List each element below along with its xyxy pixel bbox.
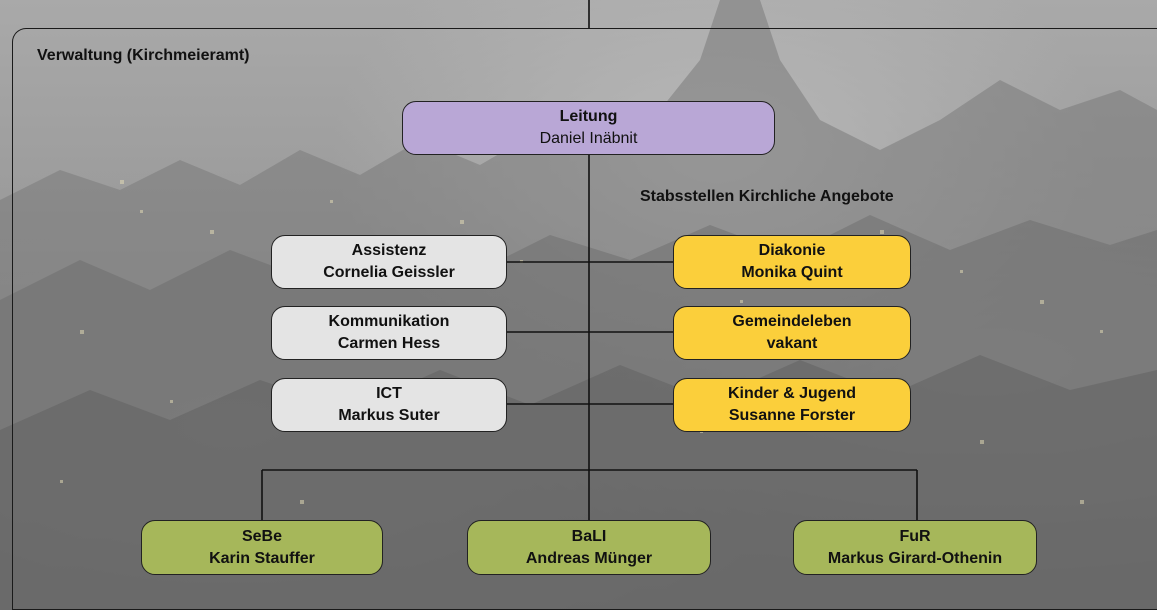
unit-role: Assistenz [351,242,427,259]
frame-title: Verwaltung (Kirchmeieramt) [37,47,250,64]
unit-name: Markus Girard-Othenin [827,549,1003,567]
unit-role: BaLI [571,527,607,545]
unit-role: Kinder & Jugend [727,385,856,402]
unit-role: Gemeindeleben [732,313,852,330]
unit-box-kinder-jugend[interactable]: Kinder & Jugend Susanne Forster [673,378,911,432]
unit-box-bali[interactable]: BaLI Andreas Münger [467,520,711,575]
unit-name: Karin Stauffer [209,549,315,567]
unit-role: FuR [899,527,931,545]
unit-name: Monika Quint [741,264,843,281]
lead-box[interactable]: Leitung Daniel Inäbnit [402,101,775,155]
staff-section-title: Stabsstellen Kirchliche Angebote [640,188,894,205]
unit-box-kommunikation[interactable]: Kommunikation Carmen Hess [271,306,507,360]
unit-box-diakonie[interactable]: Diakonie Monika Quint [673,235,911,289]
lead-name: Daniel Inäbnit [539,130,638,147]
unit-box-gemeindeleben[interactable]: Gemeindeleben vakant [673,306,911,360]
unit-box-sebe[interactable]: SeBe Karin Stauffer [141,520,383,575]
unit-role: Diakonie [758,242,826,259]
unit-box-assistenz[interactable]: Assistenz Cornelia Geissler [271,235,507,289]
unit-name: Carmen Hess [337,335,441,352]
unit-role: SeBe [241,527,283,545]
unit-name: Markus Suter [338,407,440,424]
unit-name: Cornelia Geissler [323,264,455,281]
unit-box-fur[interactable]: FuR Markus Girard-Othenin [793,520,1037,575]
lead-role: Leitung [559,108,618,125]
unit-role: Kommunikation [328,313,450,330]
unit-name: Andreas Münger [525,549,653,567]
unit-box-ict[interactable]: ICT Markus Suter [271,378,507,432]
unit-name: Susanne Forster [728,407,856,424]
unit-name: vakant [766,335,818,352]
unit-role: ICT [376,385,402,402]
